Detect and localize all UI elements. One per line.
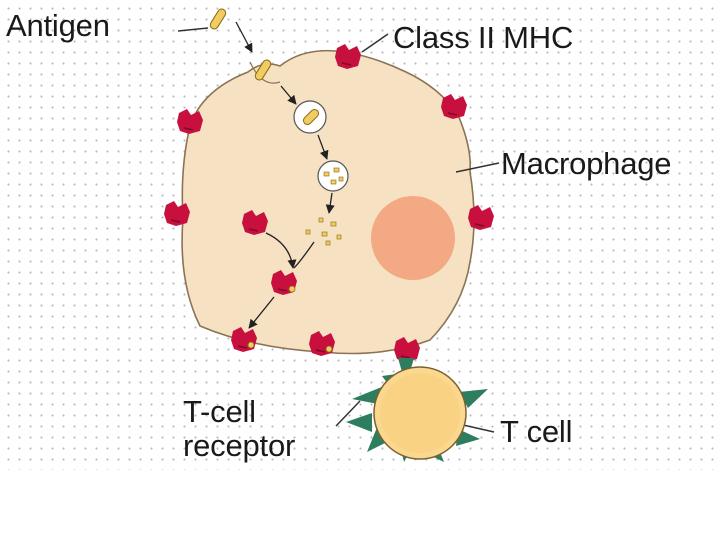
- mhc-molecule: [440, 93, 468, 120]
- macrophage-label: Macrophage: [501, 146, 672, 181]
- class-ii-mhc-label: Class II MHC: [393, 20, 574, 55]
- mhc-molecule: [334, 43, 362, 70]
- antigen-particle: [209, 8, 227, 30]
- t-cell-receptor-label-line2: receptor: [183, 428, 296, 463]
- macrophage-nucleus: [371, 196, 455, 280]
- peptide-fragments: [305, 217, 342, 246]
- t-cell-receptor-label-line1: T-cell: [183, 394, 256, 429]
- t-cell-label: T cell: [500, 414, 573, 449]
- mhc-leader-line: [361, 33, 389, 53]
- t-cell-receptor-label: T-cell receptor: [183, 395, 295, 463]
- antigen-label: Antigen: [6, 8, 110, 43]
- mhc-molecule: [163, 200, 191, 227]
- engulfed-antigen: [254, 59, 272, 81]
- tcr-leader-line: [335, 400, 361, 427]
- t-cell: [346, 366, 488, 462]
- macrophage-leader-line: [455, 162, 500, 173]
- antigen-leader-line: [177, 27, 209, 32]
- mhc-molecule: [176, 108, 204, 135]
- mhc-molecule: [467, 204, 495, 231]
- phagolysosome: [317, 160, 349, 192]
